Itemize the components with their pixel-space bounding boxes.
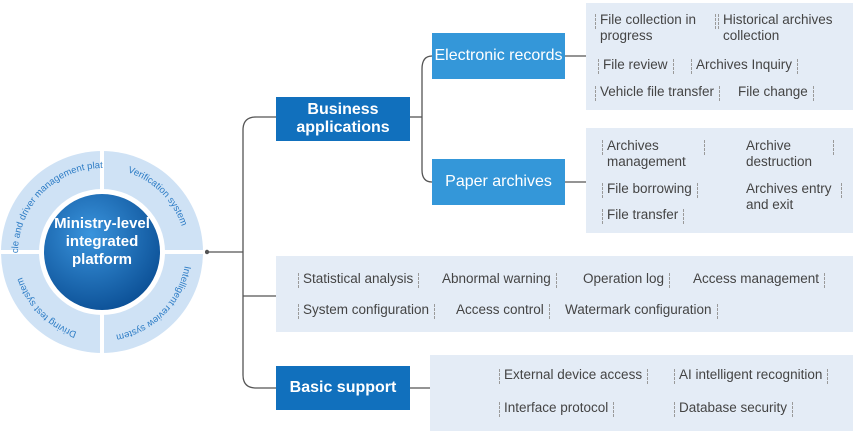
item-access-management: Access management — [693, 271, 826, 289]
item-historical-archives: Historical archives collection — [718, 12, 843, 44]
system-functions-panel: Statistical analysis Abnormal warning Op… — [276, 256, 853, 332]
item-ai-recognition: AI intelligent recognition — [673, 367, 829, 385]
item-access-control: Access control — [456, 302, 550, 320]
center-circle — [44, 194, 160, 310]
paper-archives-box: Paper archives — [432, 159, 565, 205]
item-external-device-access: External device access — [498, 367, 649, 385]
basic-support-box: Basic support — [276, 366, 410, 410]
item-archives-management: Archives management — [602, 138, 705, 170]
item-archive-destruction: Archive destruction — [746, 138, 834, 170]
central-platform-diagram: Vehicle and driver management platform V… — [0, 150, 205, 355]
item-operation-log: Operation log — [583, 271, 671, 289]
item-database-security: Database security — [673, 400, 794, 418]
item-system-configuration: System configuration — [297, 302, 436, 320]
item-file-change: File change — [738, 84, 814, 102]
item-abnormal-warning: Abnormal warning — [442, 271, 557, 289]
business-applications-box: Business applications — [276, 97, 410, 141]
item-file-collection: File collection in progress — [595, 12, 716, 44]
item-file-borrowing: File borrowing — [602, 181, 698, 199]
item-file-review: File review — [598, 57, 673, 75]
item-vehicle-file-transfer: Vehicle file transfer — [594, 84, 721, 102]
item-statistical-analysis: Statistical analysis — [297, 271, 420, 289]
basic-support-panel: External device access AI intelligent re… — [430, 355, 853, 431]
item-file-transfer: File transfer — [601, 207, 685, 225]
item-interface-protocol: Interface protocol — [498, 400, 615, 418]
electronic-records-panel: File collection in progress Historical a… — [586, 3, 853, 110]
item-archives-entry-exit: Archives entry and exit — [746, 181, 842, 213]
item-archives-inquiry: Archives Inquiry — [690, 57, 799, 75]
electronic-records-box: Electronic records — [432, 33, 565, 79]
item-watermark-configuration: Watermark configuration — [565, 302, 718, 320]
paper-archives-panel: Archives management Archive destruction … — [586, 128, 853, 233]
center-title: Ministry-level integrated platform — [54, 215, 150, 268]
